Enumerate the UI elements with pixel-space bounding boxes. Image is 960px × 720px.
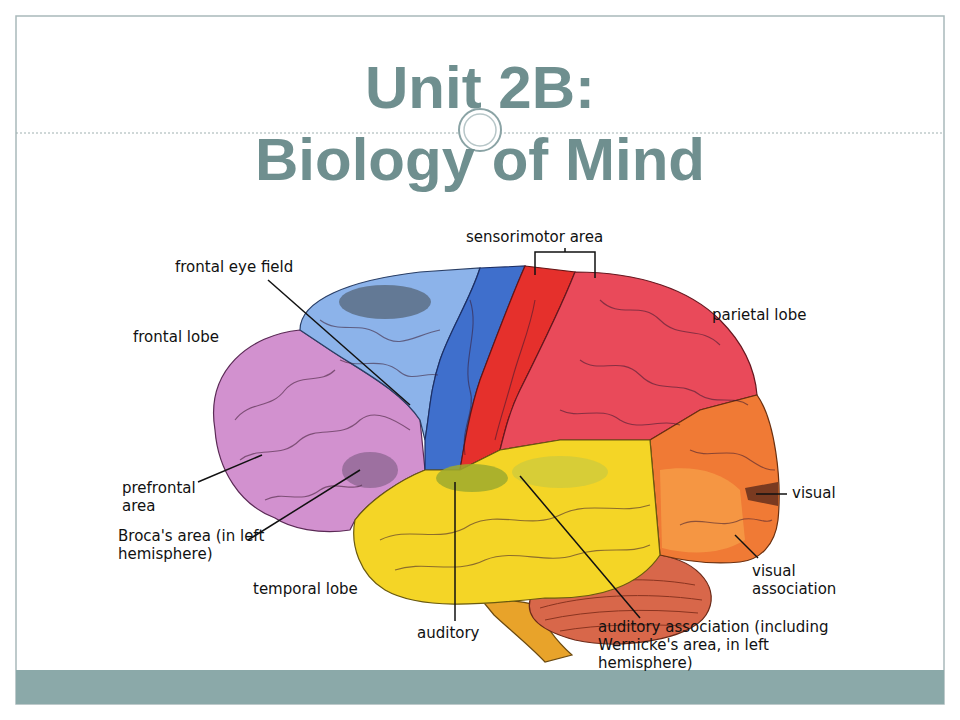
brocas-area: [342, 452, 398, 488]
auditory-area: [436, 464, 508, 492]
leader-line: [735, 535, 758, 558]
gyrus: [320, 320, 440, 341]
gyrus: [464, 300, 473, 455]
leader-line: [268, 280, 410, 405]
region-label: frontal eye field: [175, 258, 375, 276]
gyrus: [680, 519, 772, 525]
lobe-label: frontal lobe: [133, 328, 283, 346]
region-label: sensorimotor area: [466, 228, 686, 246]
temporal-lobe: [354, 440, 660, 604]
gyrus: [495, 300, 535, 440]
gyrus: [380, 505, 650, 540]
lobe-label: parietal lobe: [712, 306, 912, 324]
region-label: auditory association (including Wernicke…: [598, 618, 848, 672]
dark-patch: [339, 285, 431, 319]
gyrus: [600, 300, 720, 345]
leader-lines: [198, 248, 787, 621]
gyrus: [690, 450, 775, 470]
leader-line: [248, 470, 360, 540]
sensorimotor-bracket: [535, 252, 595, 278]
bracket-tick: [564, 248, 566, 252]
visual-association-area: [660, 468, 745, 552]
region-label: auditory: [417, 624, 517, 642]
lobe-label: temporal lobe: [253, 580, 403, 598]
gyrus: [395, 545, 650, 570]
leader-line: [756, 493, 787, 495]
leader-line: [520, 476, 640, 618]
region-label: visual: [792, 484, 892, 502]
slide-title: Unit 2B: Biology of Mind: [252, 52, 708, 196]
gyrus: [580, 360, 748, 405]
gyri: [235, 300, 775, 570]
gyrus: [240, 415, 410, 460]
footer-bar: [16, 670, 944, 704]
leader-line: [454, 482, 456, 621]
region-label: Broca's area (in left hemisphere): [118, 527, 278, 563]
gyrus: [560, 410, 680, 425]
leader-line: [198, 455, 262, 482]
region-label: visual association: [752, 562, 862, 598]
occipital-lobe: [650, 395, 779, 563]
gyrus: [265, 485, 362, 500]
gyrus: [235, 370, 335, 420]
gyrus: [340, 360, 438, 377]
slide-frame: [16, 16, 944, 704]
region-label: prefrontal area: [122, 479, 212, 515]
